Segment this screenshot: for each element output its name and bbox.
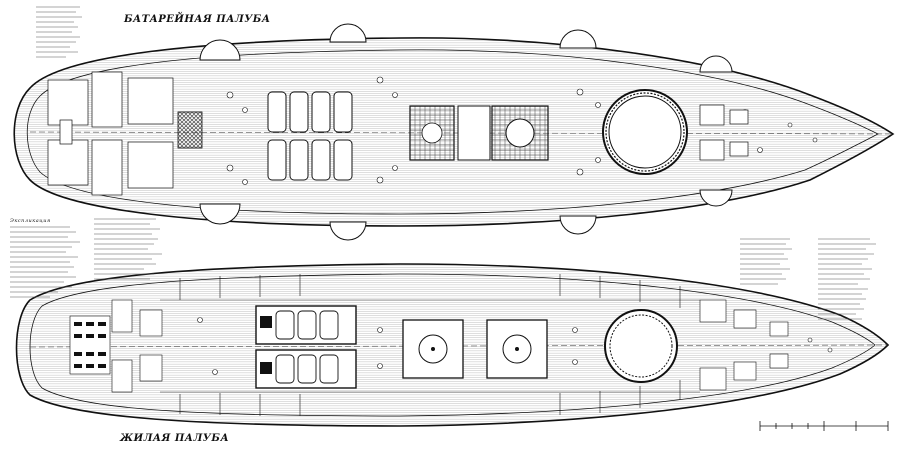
battery-deck-title: БАТАРЕЙНАЯ ПАЛУБА (124, 14, 271, 25)
battery-deck-barbette (602, 89, 688, 175)
legend-column-4 (818, 236, 888, 326)
legend-text-lines (10, 226, 80, 298)
battery-deck-plan (13, 23, 895, 241)
legend-text-lines (740, 238, 792, 285)
legend-column-top-left (36, 4, 96, 64)
scale-bar (759, 421, 889, 431)
legend-header: Экспликация (10, 218, 51, 224)
legend-column-2 (94, 216, 172, 292)
legend-text-lines (94, 218, 162, 280)
living-deck-title: ЖИЛАЯ ПАЛУБА (120, 433, 230, 444)
living-deck-barbette (604, 309, 678, 383)
legend-text-lines (36, 6, 82, 58)
legend-column-3 (740, 236, 802, 292)
living-deck-plan (15, 263, 890, 427)
legend-text-lines (818, 238, 876, 320)
legend-column-1 (10, 224, 88, 300)
